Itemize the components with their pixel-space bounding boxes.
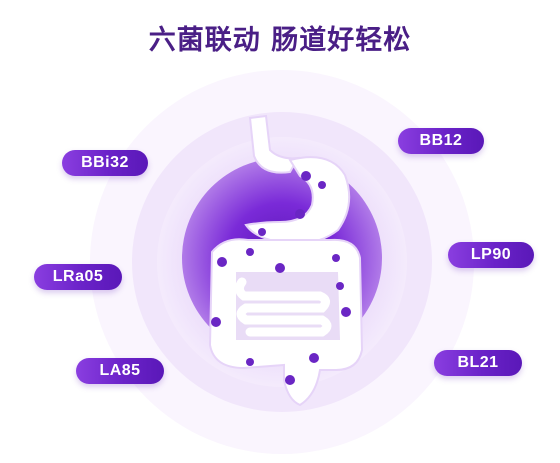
- strain-pill-lp90: LP90: [448, 242, 534, 268]
- strain-pill-bl21: BL21: [434, 350, 522, 376]
- strain-pill-bbi32: BBi32: [62, 150, 148, 176]
- strain-pill-la85: LA85: [76, 358, 164, 384]
- strain-pill-bb12: BB12: [398, 128, 484, 154]
- bacteria-dots: [211, 171, 351, 385]
- strain-pill-lra05: LRa05: [34, 264, 122, 290]
- page-headline: 六菌联动 肠道好轻松: [148, 25, 412, 56]
